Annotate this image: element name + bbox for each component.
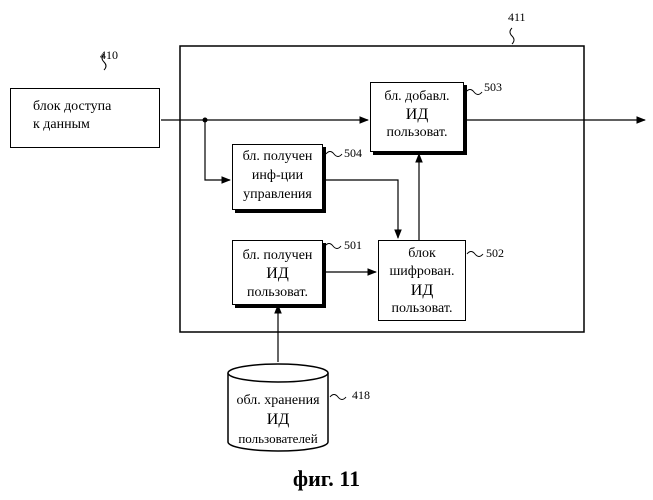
add-id-label-line3: пользоват. <box>371 125 463 141</box>
encrypt-id-label-line1: блок <box>379 246 465 262</box>
leader-503 <box>466 90 482 95</box>
data-access-label-line2: к данным <box>33 117 159 133</box>
leader-418 <box>330 395 346 400</box>
encrypt-id-label-line2: шифрован. <box>379 264 465 280</box>
user-id-label-line3: пользоват. <box>233 285 322 301</box>
control-info-label-line2: инф-ции <box>233 168 322 184</box>
data-access-label-line1: блок доступа <box>33 99 159 115</box>
data-access-block: блок доступа к данным <box>10 88 160 148</box>
add-id-block: бл. добавл. ИД пользоват. <box>370 82 464 152</box>
control-info-label-line1: бл. получен <box>233 149 322 165</box>
encrypt-id-block: блок шифрован. ИД пользоват. <box>378 240 466 321</box>
ref-411: 411 <box>508 10 526 25</box>
user-id-block: бл. получен ИД пользоват. <box>232 240 323 305</box>
ref-410: 410 <box>100 48 118 63</box>
user-id-label-line2: ИД <box>233 265 322 283</box>
ref-502: 502 <box>486 246 504 261</box>
control-info-block: бл. получен инф-ции управления <box>232 144 323 210</box>
ref-504: 504 <box>344 146 362 161</box>
figure-caption: фиг. 11 <box>0 466 653 492</box>
connector-504-to-502 <box>324 180 398 238</box>
encrypt-id-label-line3: ИД <box>379 282 465 300</box>
leader-502 <box>467 252 483 257</box>
connector-junction-to-504 <box>205 120 230 180</box>
leader-411 <box>510 28 514 44</box>
encrypt-id-label-line4: пользоват. <box>379 301 465 317</box>
storage-label-line2: ИД <box>224 411 332 429</box>
leader-501 <box>325 244 341 249</box>
leader-504 <box>326 152 342 157</box>
ref-501: 501 <box>344 238 362 253</box>
control-info-label-line3: управления <box>233 187 322 203</box>
ref-503: 503 <box>484 80 502 95</box>
user-id-label-line1: бл. получен <box>233 248 322 264</box>
ref-418: 418 <box>352 388 370 403</box>
add-id-label-line1: бл. добавл. <box>371 89 463 105</box>
storage-label-line3: пользователей <box>224 431 332 447</box>
storage-label-line1: обл. хранения <box>224 393 332 409</box>
add-id-label-line2: ИД <box>371 106 463 124</box>
